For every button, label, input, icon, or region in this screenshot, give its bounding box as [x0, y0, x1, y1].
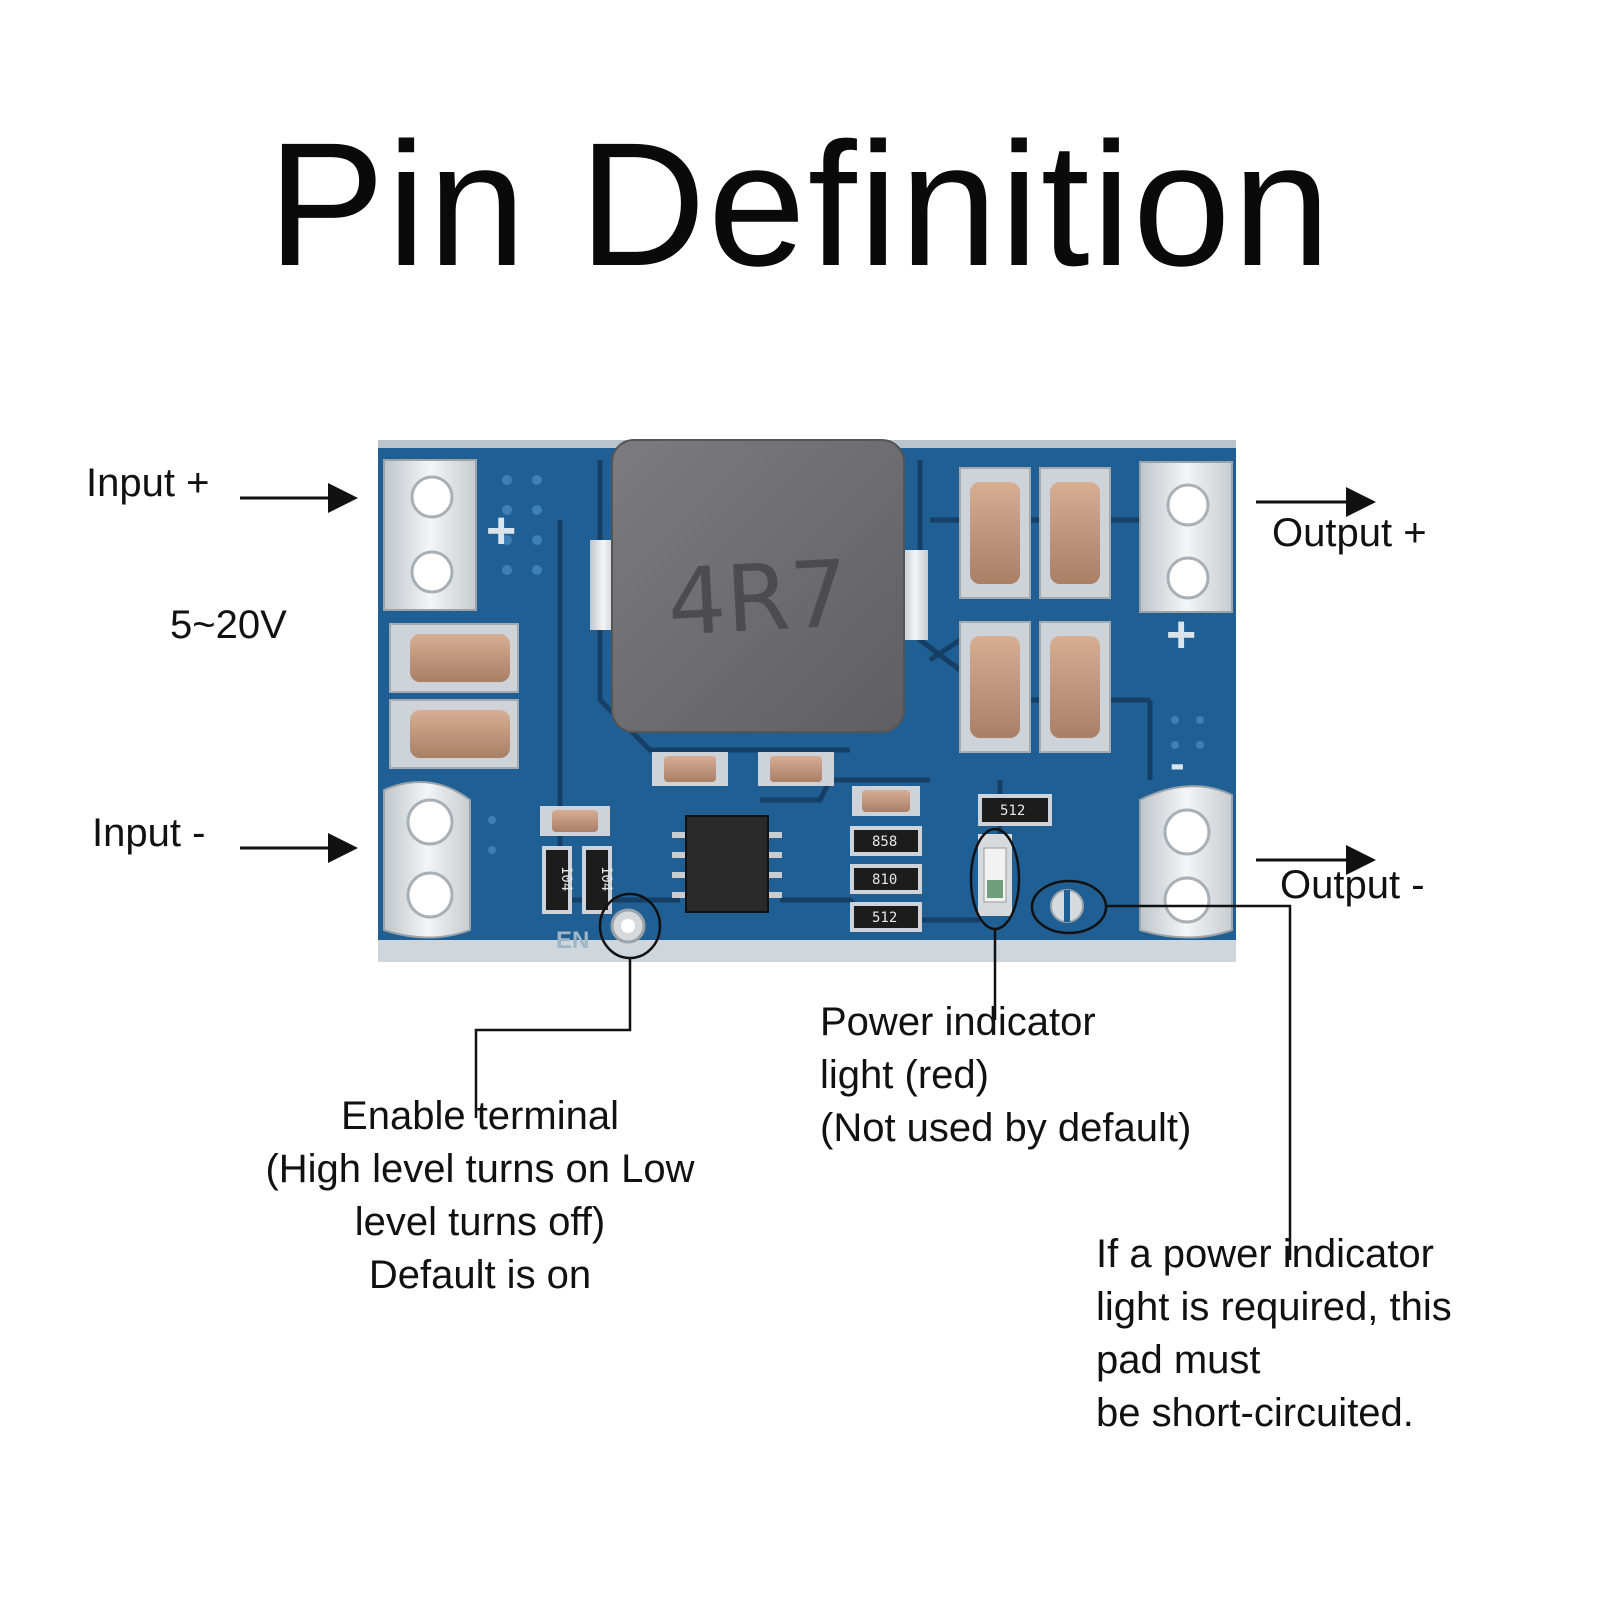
- power-callout-line: (Not used by default): [820, 1106, 1192, 1150]
- resistor-r2: 104: [582, 846, 614, 914]
- output-minus-label: Output -: [1280, 863, 1425, 907]
- pcb-vias: [488, 475, 1204, 854]
- resistor-r3-code: 858: [872, 834, 897, 850]
- resistor-r4-code: 810: [872, 872, 897, 888]
- pad-leader-line: [1106, 904, 1292, 1260]
- enable-callout-line: Default is on: [368, 1253, 592, 1297]
- short-circuit-pad-callout: If a power indicator light is required, …: [1096, 1228, 1596, 1440]
- silk-en: EN: [556, 927, 589, 954]
- silk-plus-right: +: [1166, 606, 1196, 664]
- output-plus-pads: [1139, 461, 1233, 613]
- power-callout-line: light (red): [820, 1053, 989, 1097]
- output-capacitors: [959, 467, 1111, 753]
- input-plus-label: Input +: [86, 461, 210, 505]
- enable-leader-line: [474, 958, 632, 1118]
- input-minus-label: Input -: [92, 811, 206, 855]
- resistor-r2-code: 104: [598, 866, 614, 891]
- power-led: [978, 834, 1012, 916]
- enable-callout-line: Enable terminal: [341, 1094, 619, 1138]
- power-indicator-callout: Power indicator light (red) (Not used by…: [820, 996, 1340, 1155]
- output-plus-label: Output +: [1272, 511, 1427, 555]
- input-plus-pads: [383, 459, 477, 611]
- resistor-r3: 858: [850, 826, 922, 856]
- resistor-r6-code: 512: [1000, 803, 1025, 819]
- resistor-r4: 810: [850, 864, 922, 894]
- page-title: Pin Definition: [267, 107, 1333, 303]
- resistor-r5: 512: [850, 902, 922, 932]
- resistor-r1: 104: [542, 846, 574, 914]
- short-callout-line: be short-circuited.: [1096, 1391, 1414, 1435]
- short-callout-line: If a power indicator: [1096, 1232, 1434, 1276]
- input-capacitors: [389, 623, 519, 769]
- short-callout-line: pad must: [1096, 1338, 1261, 1382]
- solder-jumper-pad: [1050, 889, 1084, 923]
- power-callout-line: Power indicator: [820, 1000, 1096, 1044]
- silk-minus-right: -: [1170, 739, 1185, 788]
- inductor: 4R7: [590, 439, 928, 733]
- enable-callout-line: (High level turns on Low: [265, 1147, 695, 1191]
- resistor-r5-code: 512: [872, 910, 897, 926]
- enable-callout-line: level turns off): [354, 1200, 606, 1244]
- resistor-r1-code: 104: [558, 866, 574, 891]
- resistors: 104 104 858 810 512 512: [542, 794, 1052, 932]
- small-capacitors: [540, 752, 920, 836]
- short-callout-line: light is required, this: [1096, 1285, 1452, 1329]
- controller-ic: [672, 815, 782, 913]
- resistor-r6: 512: [978, 794, 1052, 826]
- input-minus-pads: [383, 781, 471, 939]
- output-minus-pads: [1139, 785, 1233, 939]
- input-voltage-label: 5~20V: [170, 603, 287, 647]
- enable-terminal-callout: Enable terminal (High level turns on Low…: [200, 1090, 760, 1302]
- enable-pad: [610, 908, 646, 944]
- inductor-marking: 4R7: [665, 540, 851, 656]
- silk-plus-left: +: [486, 502, 516, 560]
